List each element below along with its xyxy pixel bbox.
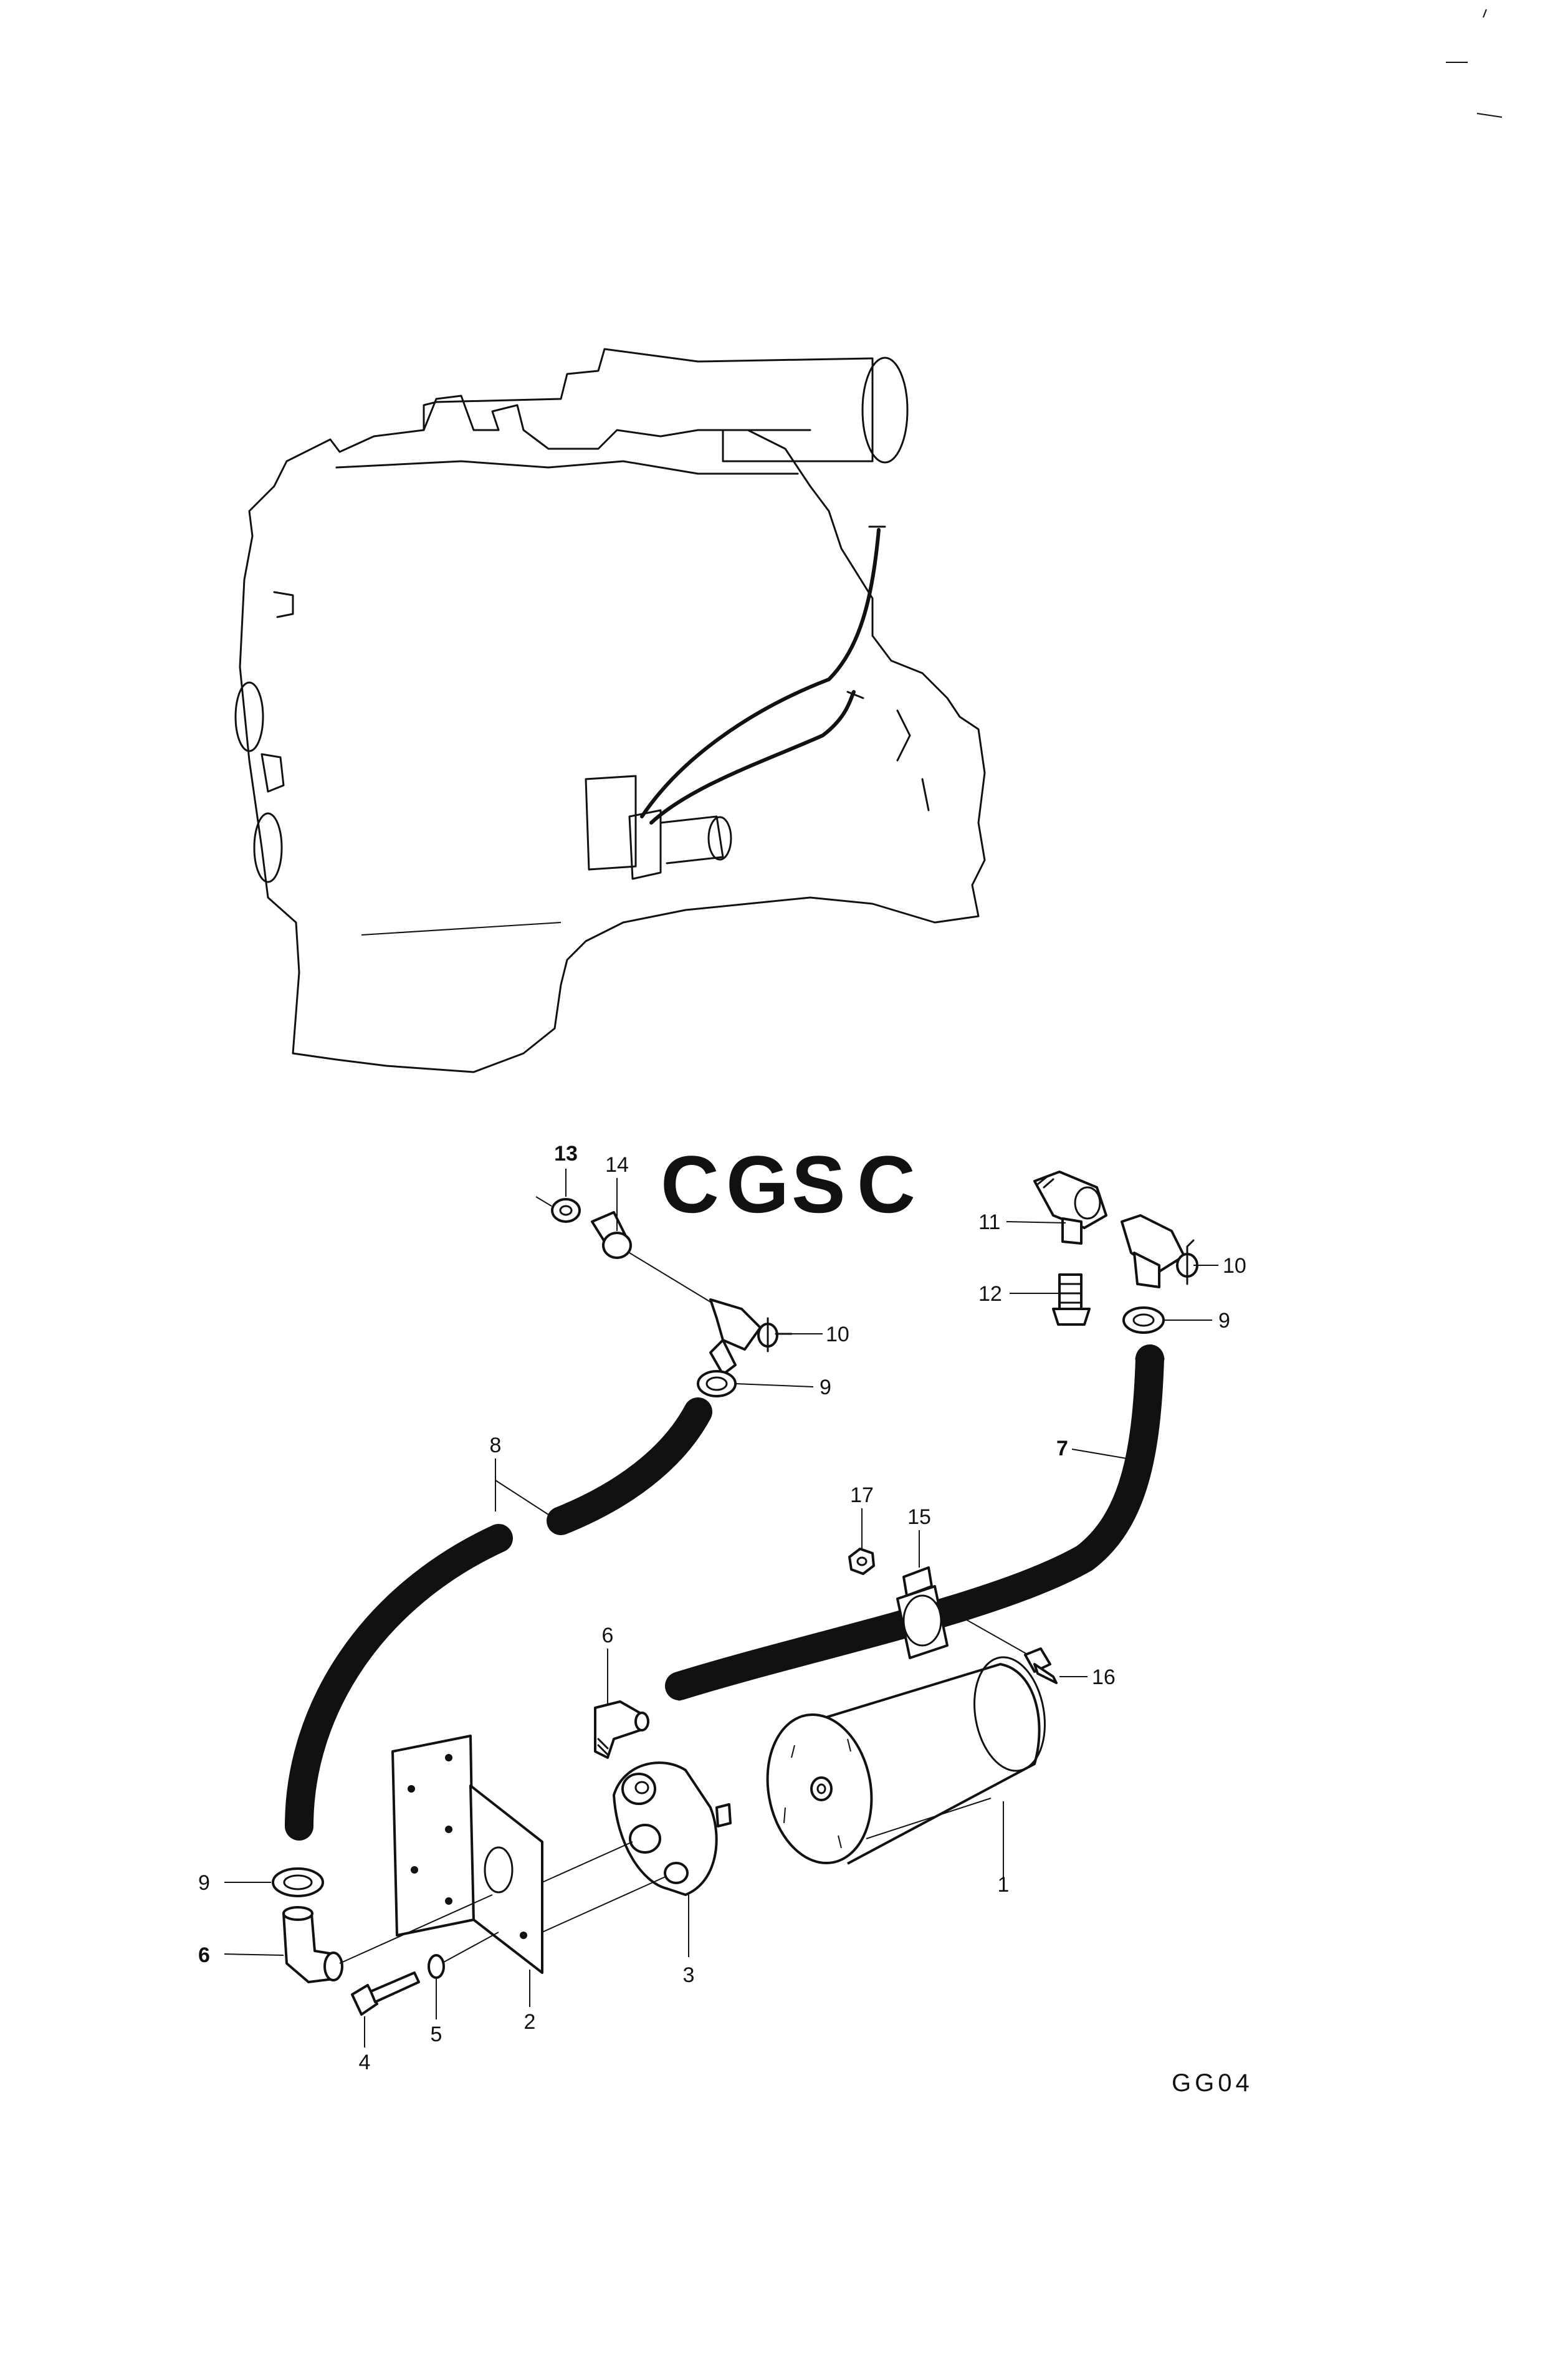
callout-10-right: 10 xyxy=(1223,1254,1246,1278)
diagram-code: GG04 xyxy=(1172,2069,1253,2097)
callout-10-left: 10 xyxy=(826,1323,849,1346)
callout-9-right: 9 xyxy=(1218,1309,1230,1333)
callout-9-left: 9 xyxy=(820,1376,831,1399)
callout-8: 8 xyxy=(490,1434,502,1457)
callout-16: 16 xyxy=(1092,1665,1116,1689)
callout-7: 7 xyxy=(1056,1437,1068,1460)
logo-letter-s: S xyxy=(791,1139,846,1230)
bracket-2 xyxy=(391,1735,667,1974)
tee-fitting-10 xyxy=(709,1298,762,1351)
callout-14: 14 xyxy=(605,1153,629,1177)
right-fitting-assembly xyxy=(1033,1171,1198,1334)
callout-6-lower: 6 xyxy=(198,1943,210,1967)
scan-marks xyxy=(1446,9,1503,118)
logo-letter-c1: C xyxy=(661,1139,719,1230)
washer-13 xyxy=(551,1198,581,1223)
hose-clamp-9-lower xyxy=(272,1867,324,1897)
screw-and-washer xyxy=(351,1954,445,2016)
callout-5: 5 xyxy=(431,2023,442,2046)
logo-letter-c2: C xyxy=(857,1139,915,1230)
screw-16 xyxy=(1024,1647,1051,1673)
callout-17: 17 xyxy=(850,1483,874,1507)
callout-12: 12 xyxy=(978,1282,1002,1306)
callout-3: 3 xyxy=(683,1963,695,1987)
callout-13: 13 xyxy=(554,1142,578,1166)
filter-head-3 xyxy=(613,1761,732,1896)
callout-1: 1 xyxy=(998,1873,1010,1897)
cgsc-logo: C G S C xyxy=(661,1139,915,1230)
tee-fitting-11 xyxy=(1033,1171,1107,1229)
clamp-assembly xyxy=(848,1548,1058,1684)
lower-left-fittings xyxy=(272,1867,493,1983)
hose-clamp-9-right xyxy=(1122,1306,1165,1334)
nut-17 xyxy=(848,1548,875,1575)
callout-9-lower: 9 xyxy=(198,1871,210,1895)
leader-lines xyxy=(224,1169,1218,2048)
callout-labels: 13 14 10 9 8 11 12 10 9 7 17 15 16 6 9 6… xyxy=(198,1142,1246,2074)
callout-2: 2 xyxy=(524,2010,536,2034)
washer-5 xyxy=(428,1954,445,1979)
engine-outline xyxy=(234,348,986,1073)
logo-letter-g: G xyxy=(726,1139,789,1230)
callout-6-upper: 6 xyxy=(602,1624,614,1647)
clamp-15 xyxy=(896,1585,949,1659)
callout-4: 4 xyxy=(359,2051,371,2074)
callout-15: 15 xyxy=(907,1505,931,1529)
hose-7 xyxy=(665,1344,1165,1701)
callout-11: 11 xyxy=(978,1210,1000,1234)
drain-screw-12 xyxy=(1058,1273,1083,1310)
hose-8 xyxy=(285,1397,712,1841)
filter-cartridge-1 xyxy=(766,1656,1046,1865)
hose-clamp-9 xyxy=(697,1370,737,1397)
elbow-fitting-6 xyxy=(594,1700,643,1759)
fitting-6-upper xyxy=(594,1700,649,1759)
